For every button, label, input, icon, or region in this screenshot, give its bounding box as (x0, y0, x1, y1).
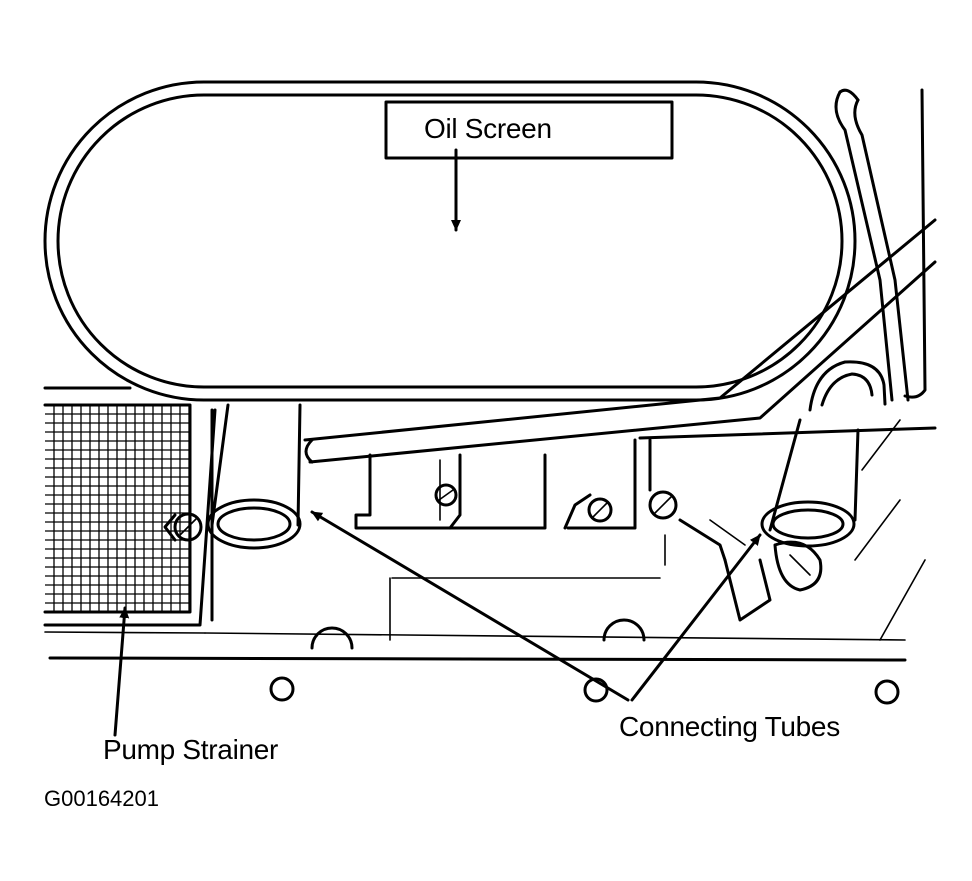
screw-icon (434, 483, 458, 507)
connecting-tube-right (723, 360, 887, 622)
connecting-tubes-label: Connecting Tubes (619, 711, 840, 742)
bolt-icon (173, 512, 203, 542)
upper-right-tube (834, 88, 927, 402)
center-bracket (354, 438, 746, 562)
connecting-tube-left (163, 403, 302, 550)
oil-pipe (303, 218, 937, 464)
pump-strainer-label: Pump Strainer (103, 734, 279, 765)
figure-id: G00164201 (44, 786, 159, 811)
screw-icon (587, 497, 613, 523)
oil-screen (43, 80, 857, 402)
bolt-hole-icon (269, 676, 295, 702)
bolt-hole-icon (583, 677, 609, 703)
leader-arrow-icon (113, 148, 762, 737)
oil-screen-label-box (384, 100, 674, 160)
bolt-icon (648, 490, 678, 520)
bolt-hole-icon (874, 679, 900, 705)
oil-screen-label: Oil Screen (424, 113, 552, 144)
strainer-mesh-icon (43, 403, 192, 614)
